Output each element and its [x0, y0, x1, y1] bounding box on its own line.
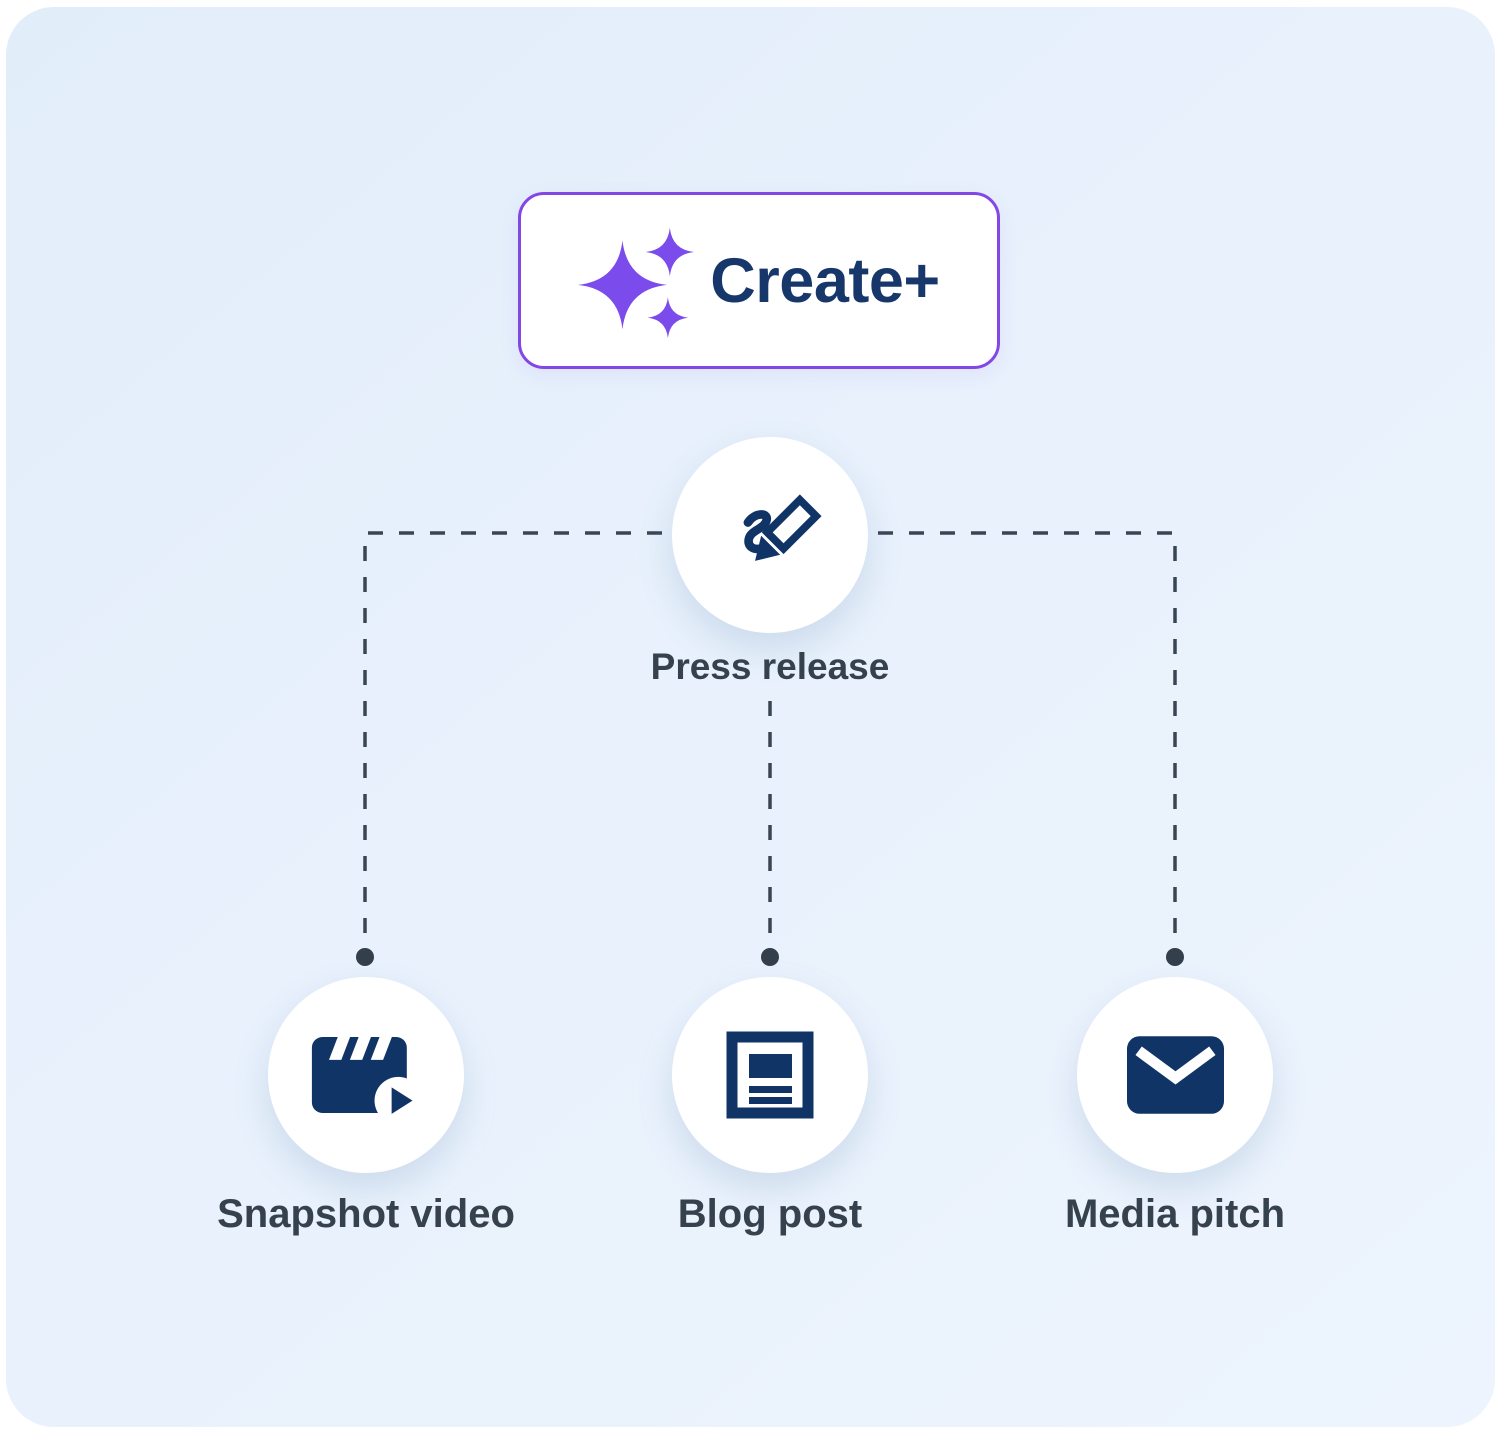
pencil-signature-icon: [722, 487, 822, 583]
envelope-icon: [1126, 1036, 1224, 1114]
press-release-label: Press release: [650, 646, 890, 687]
blog-post-label: Blog post: [677, 1192, 863, 1236]
create-plus-label: Create+: [710, 245, 940, 316]
node-blog-post: [672, 977, 868, 1173]
media-pitch-label: Media pitch: [1064, 1192, 1286, 1236]
node-media-pitch: [1077, 977, 1273, 1173]
blog-document-icon: [726, 1031, 814, 1119]
create-plus-button[interactable]: Create+: [518, 192, 1000, 369]
video-clapperboard-icon: [310, 1029, 422, 1125]
sparkles-icon: [578, 223, 695, 339]
node-snapshot-video: [268, 977, 464, 1173]
snapshot-video-label: Snapshot video: [217, 1192, 515, 1236]
node-press-release: [672, 437, 868, 633]
